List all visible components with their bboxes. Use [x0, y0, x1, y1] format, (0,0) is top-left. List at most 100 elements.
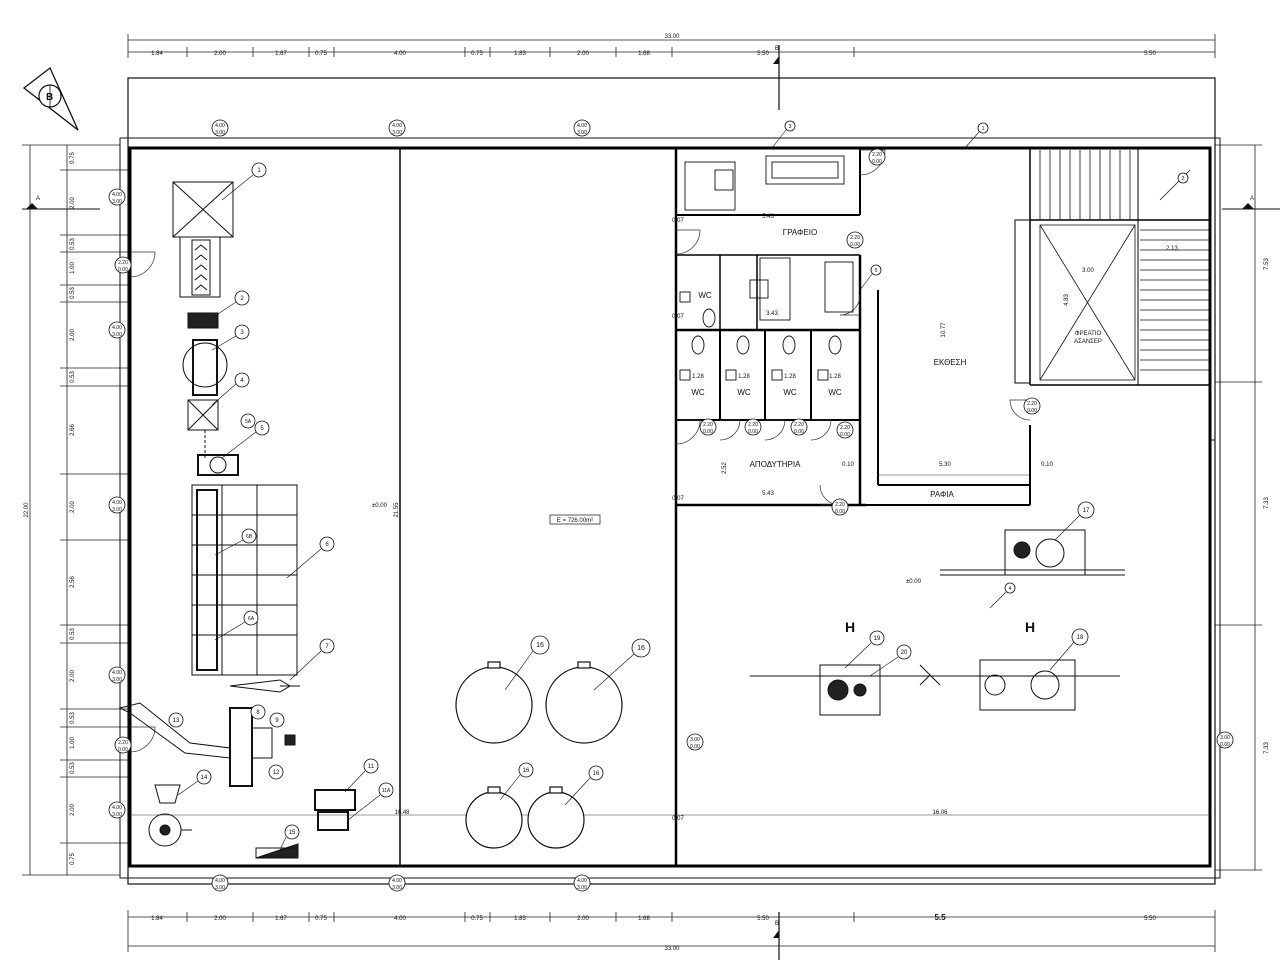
room-label-wc: WC [737, 388, 751, 397]
svg-text:0.00: 0.00 [1027, 408, 1037, 414]
room-label-wc: WC [691, 388, 705, 397]
svg-text:4: 4 [1009, 586, 1012, 592]
storage-tanks [455, 661, 623, 849]
svg-text:0.00: 0.00 [840, 432, 850, 438]
left-dim: 0.53 [70, 762, 76, 774]
room-label-wc: WC [828, 388, 842, 397]
bottom-dim: 0.75 [471, 916, 483, 922]
svg-text:3.00: 3.00 [392, 130, 402, 136]
svg-text:1: 1 [257, 168, 261, 174]
top-dim: 1.68 [638, 51, 650, 57]
dim-label: 21.55 [394, 502, 400, 518]
svg-text:4.00: 4.00 [112, 670, 122, 676]
production-line [172, 181, 300, 693]
right-dim-top: 7.53 [1264, 258, 1270, 270]
wall-callouts: 1 2 3 4 5 [771, 120, 1189, 609]
equipment-callout: 2 [211, 290, 250, 319]
equipment-callout: 1 [221, 162, 267, 201]
window-height-marker: 4.003.00 [108, 801, 126, 819]
left-dim: 0.75 [70, 152, 76, 164]
bottom-dim: 1.68 [638, 916, 650, 922]
svg-text:17: 17 [1083, 508, 1090, 514]
wall-callout: 4 [989, 582, 1016, 609]
door-height-marker: 2.200.00 [831, 498, 849, 516]
top-dimension-chain [127, 34, 1216, 58]
section-label-a: A [1250, 196, 1254, 202]
svg-text:4.00: 4.00 [112, 500, 122, 506]
dim-label: 0.07 [672, 314, 684, 320]
svg-text:4.00: 4.00 [392, 878, 402, 884]
bottom-dim: 2.00 [214, 916, 226, 922]
svg-text:2.20: 2.20 [1027, 401, 1037, 407]
window-height-marker: 4.003.00 [108, 321, 126, 339]
window-height-marker: 4.003.00 [573, 119, 591, 137]
left-dim: 2.00 [70, 804, 76, 816]
equipment-callout: 12 [268, 764, 284, 780]
svg-text:8: 8 [256, 710, 260, 716]
top-dim: 1.67 [275, 51, 287, 57]
bottom-segment-labels: 1.84 2.00 1.67 0.75 4.00 0.75 1.83 2.00 … [151, 916, 1156, 922]
bottom-big-dim: 5.5 [934, 913, 946, 922]
door-height-marker: 2.200.00 [114, 256, 132, 274]
left-dim: 1.00 [70, 262, 76, 274]
svg-text:3.00: 3.00 [112, 812, 122, 818]
svg-text:15: 15 [289, 830, 296, 836]
right-dimension-chain [1215, 144, 1262, 871]
svg-text:0.00: 0.00 [118, 747, 128, 753]
svg-text:3.00: 3.00 [112, 507, 122, 513]
left-dim: 2.00 [70, 329, 76, 341]
wall-callout: 2 [1177, 172, 1189, 184]
dim-label: 5.43 [762, 214, 774, 220]
room-label-changing: ΑΠΟΔΥΤΗΡΙΑ [750, 460, 801, 469]
window-height-markers: 4.003.00 4.003.00 4.003.00 4.003.00 4.00… [108, 119, 1234, 892]
bottom-dimension-chain [127, 910, 1216, 952]
dim-label: 10.77 [941, 322, 947, 338]
equipment-callout: 3 [211, 324, 250, 351]
bottom-dim: 4.00 [394, 916, 406, 922]
equipment-callout: 8 [250, 704, 266, 720]
svg-text:3: 3 [789, 124, 792, 130]
equipment-callout: 7 [289, 638, 335, 681]
svg-text:0.00: 0.00 [703, 429, 713, 435]
svg-text:6: 6 [325, 542, 329, 548]
site-boundary [127, 77, 1216, 885]
left-segment-labels: 0.75 2.00 0.53 1.00 0.53 2.00 0.53 2.66 … [70, 152, 76, 865]
svg-text:2.20: 2.20 [872, 152, 882, 158]
svg-text:3.00: 3.00 [690, 737, 700, 743]
dim-label: 16.06 [932, 810, 948, 816]
svg-text:18: 18 [1077, 635, 1084, 641]
equipment-callout: 9 [269, 712, 285, 728]
equipment-callout: 6A [214, 610, 259, 641]
bottom-dim: 0.75 [315, 916, 327, 922]
top-dim: 0.75 [471, 51, 483, 57]
height-mark: H [1025, 619, 1035, 635]
left-total-dim: 22.00 [24, 502, 30, 518]
svg-text:4.00: 4.00 [112, 192, 122, 198]
equipment-callout: 13 [168, 712, 184, 728]
svg-text:5: 5 [260, 426, 264, 432]
svg-text:12: 12 [273, 770, 280, 776]
door-height-marker: 2.200.00 [836, 421, 854, 439]
svg-text:0.00: 0.00 [850, 242, 860, 248]
left-dim: 0.53 [70, 712, 76, 724]
window-height-marker: 4.003.00 [108, 666, 126, 684]
svg-text:3.00: 3.00 [112, 199, 122, 205]
svg-text:20: 20 [901, 650, 908, 656]
window-height-marker: 4.003.00 [388, 119, 406, 137]
left-dim: 1.00 [70, 737, 76, 749]
svg-text:11A: 11A [382, 788, 391, 794]
elevator-label: ΑΣΑΝΣΕΡ [1074, 339, 1102, 345]
bottom-dim: 1.84 [151, 916, 163, 922]
top-dim: 4.00 [394, 51, 406, 57]
door-height-marker: 2.200.00 [699, 418, 717, 436]
top-dim: 1.83 [514, 51, 526, 57]
equipment-callout: 5 [221, 420, 270, 459]
packaging-machines [118, 702, 356, 859]
window-height-marker: 4.003.00 [108, 188, 126, 206]
svg-text:6A: 6A [248, 616, 255, 622]
height-mark: H [845, 619, 855, 635]
svg-text:3.00: 3.00 [1220, 735, 1230, 741]
area-label: E = 726.00m² [557, 518, 593, 524]
dim-label: 3.00 [1082, 268, 1094, 274]
room-label-shelves: ΡΑΦΙΑ [930, 490, 954, 499]
